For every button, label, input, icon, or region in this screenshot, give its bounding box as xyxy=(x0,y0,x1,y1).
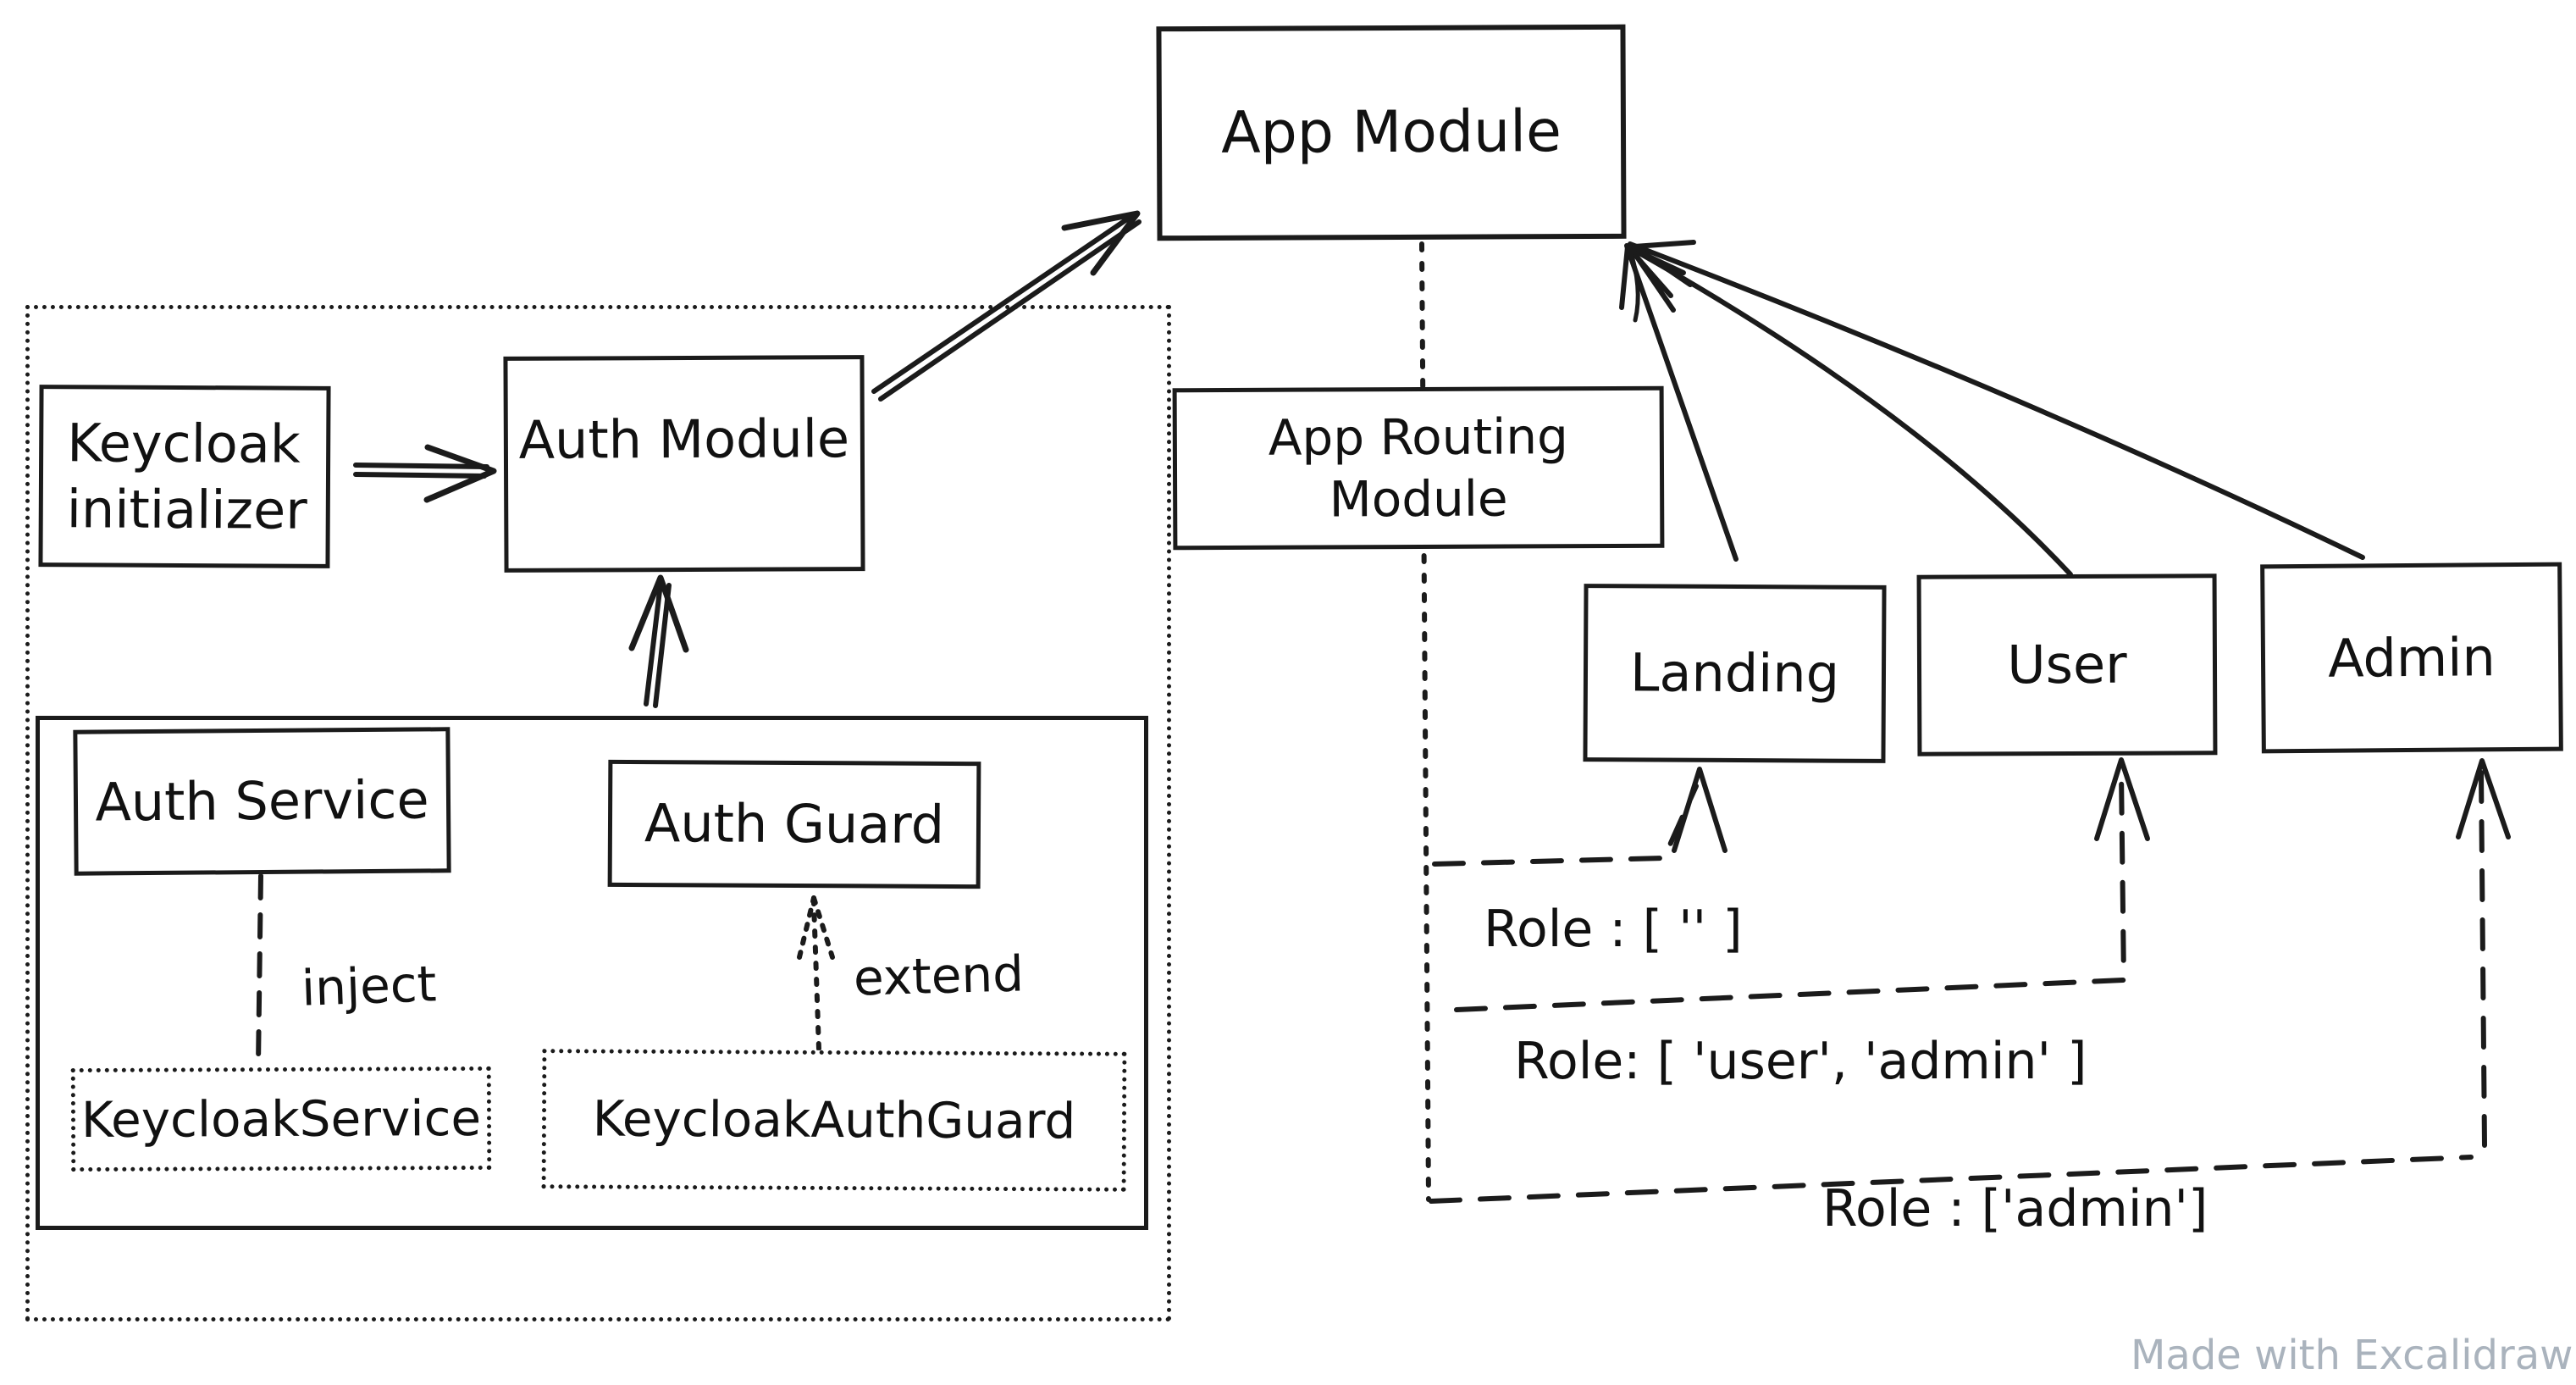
excalidraw-watermark: Made with Excalidraw xyxy=(2131,1332,2573,1379)
arrow-role-user[interactable] xyxy=(1454,757,2150,1012)
node-landing-label: Landing xyxy=(1629,641,1840,705)
arrow-role-admin[interactable] xyxy=(1429,758,2511,1204)
node-app-module-label: App Module xyxy=(1220,98,1562,167)
edge-label-inject[interactable]: inject xyxy=(300,955,438,1017)
edge-label-extend[interactable]: extend xyxy=(853,945,1025,1007)
node-user-label: User xyxy=(2007,633,2127,696)
arrow-keycloak-initializer-to-auth-module[interactable] xyxy=(353,444,497,503)
node-app-routing-module-label: App Routing Module xyxy=(1268,407,1569,528)
node-auth-module-label: Auth Module xyxy=(518,407,850,471)
node-auth-service-label: Auth Service xyxy=(95,768,429,834)
annotation-role-admin[interactable]: Role : ['admin'] xyxy=(1822,1179,2208,1238)
auth-internals-container[interactable] xyxy=(36,716,1148,1230)
node-landing[interactable]: Landing xyxy=(1583,584,1887,763)
arrow-extend-dotted[interactable] xyxy=(797,895,835,1051)
node-auth-module[interactable]: Auth Module xyxy=(503,355,865,573)
node-auth-service[interactable]: Auth Service xyxy=(73,727,451,876)
node-keycloak-auth-guard[interactable]: KeycloakAuthGuard xyxy=(541,1049,1127,1192)
node-auth-guard-label: Auth Guard xyxy=(644,792,945,856)
node-keycloak-initializer[interactable]: Keycloak initializer xyxy=(38,385,331,568)
node-app-module[interactable]: App Module xyxy=(1156,24,1627,241)
annotation-role-user[interactable]: Role: [ 'user', 'admin' ] xyxy=(1514,1032,2087,1091)
annotation-role-landing[interactable]: Role : [ '' ] xyxy=(1484,900,1743,959)
node-keycloak-service-label: KeycloakService xyxy=(80,1089,482,1149)
node-user[interactable]: User xyxy=(1916,573,2218,756)
node-app-routing-module[interactable]: App Routing Module xyxy=(1172,385,1665,551)
node-admin-label: Admin xyxy=(2327,625,2496,690)
edge-inject-dashed[interactable] xyxy=(256,873,263,1066)
node-keycloak-initializer-label: Keycloak initializer xyxy=(66,412,307,541)
auth-feature-dashed-container[interactable] xyxy=(25,305,1171,1321)
node-keycloak-auth-guard-label: KeycloakAuthGuard xyxy=(592,1089,1076,1150)
arrow-admin-to-app-module[interactable] xyxy=(1627,240,2365,560)
arrow-user-to-app-module[interactable] xyxy=(1625,244,2073,577)
node-admin[interactable]: Admin xyxy=(2260,562,2563,754)
node-keycloak-service[interactable]: KeycloakService xyxy=(70,1066,492,1172)
arrow-auth-box-to-auth-module[interactable] xyxy=(628,574,689,708)
node-auth-guard[interactable]: Auth Guard xyxy=(607,759,981,889)
arrow-role-landing[interactable] xyxy=(1432,767,1727,867)
arrow-auth-module-to-app-module[interactable] xyxy=(871,210,1142,402)
